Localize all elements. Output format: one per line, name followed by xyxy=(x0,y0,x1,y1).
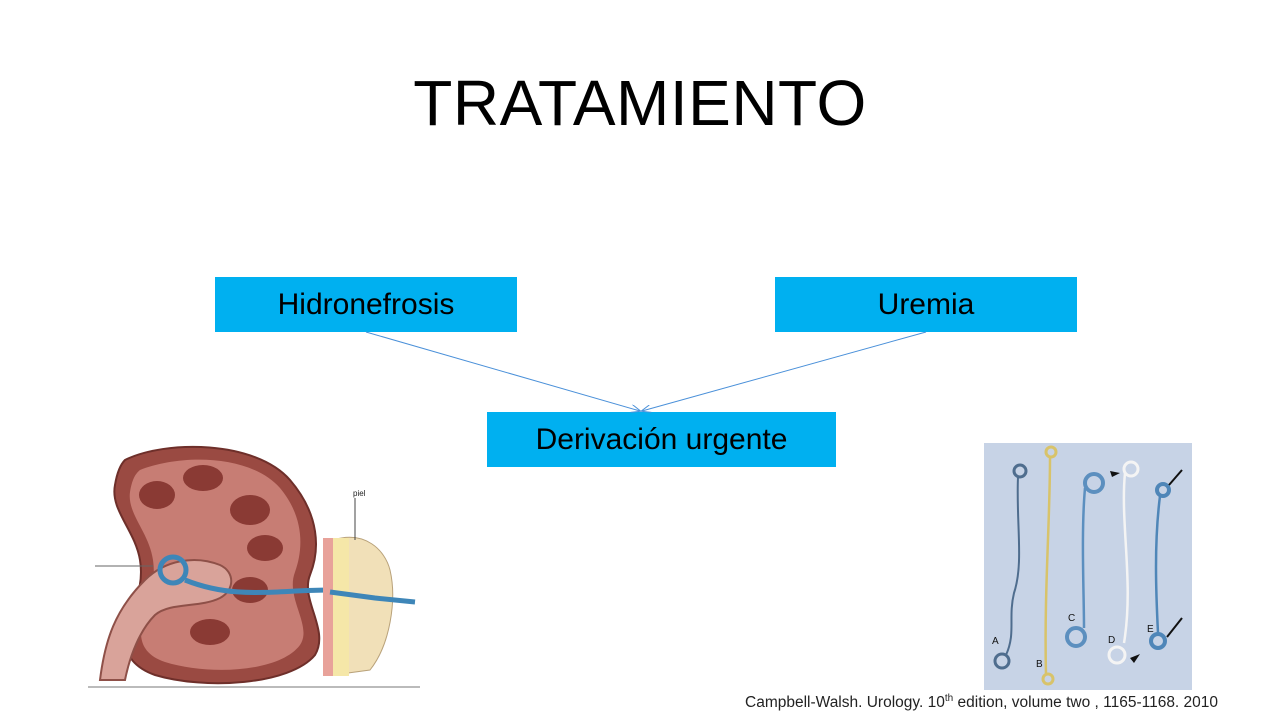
stent-label-c: C xyxy=(1068,613,1075,624)
citation: Campbell-Walsh. Urology. 10th edition, v… xyxy=(745,693,1280,712)
hidronefrosis-label: Hidronefrosis xyxy=(277,287,455,321)
derivacion-urgente-box: Derivación urgente xyxy=(487,412,836,467)
stent-label-b: B xyxy=(1036,659,1043,670)
uremia-box: Uremia xyxy=(775,277,1077,332)
citation-text-start: Campbell-Walsh. Urology. 10 xyxy=(745,694,945,712)
stent-label-e: E xyxy=(1147,624,1154,635)
piel-label: piel xyxy=(353,489,366,498)
uremia-label: Uremia xyxy=(877,287,975,321)
citation-text-end: edition, volume two , 1165-1168. 2010 xyxy=(953,694,1219,712)
kidney-nephrostomy-illustration: piel xyxy=(88,445,420,688)
citation-superscript: th xyxy=(944,693,954,704)
ureteral-stents-photo: A B C D E xyxy=(984,443,1192,690)
derivacion-urgente-label: Derivación urgente xyxy=(535,422,788,456)
stent-label-a: A xyxy=(992,636,999,647)
hidronefrosis-box: Hidronefrosis xyxy=(215,277,517,332)
arrow-uremia-to-derivacion xyxy=(642,331,927,411)
arrow-hidronefrosis-to-derivacion xyxy=(365,331,640,411)
slide-title: TRATAMIENTO xyxy=(413,67,867,139)
stent-label-d: D xyxy=(1108,635,1115,646)
